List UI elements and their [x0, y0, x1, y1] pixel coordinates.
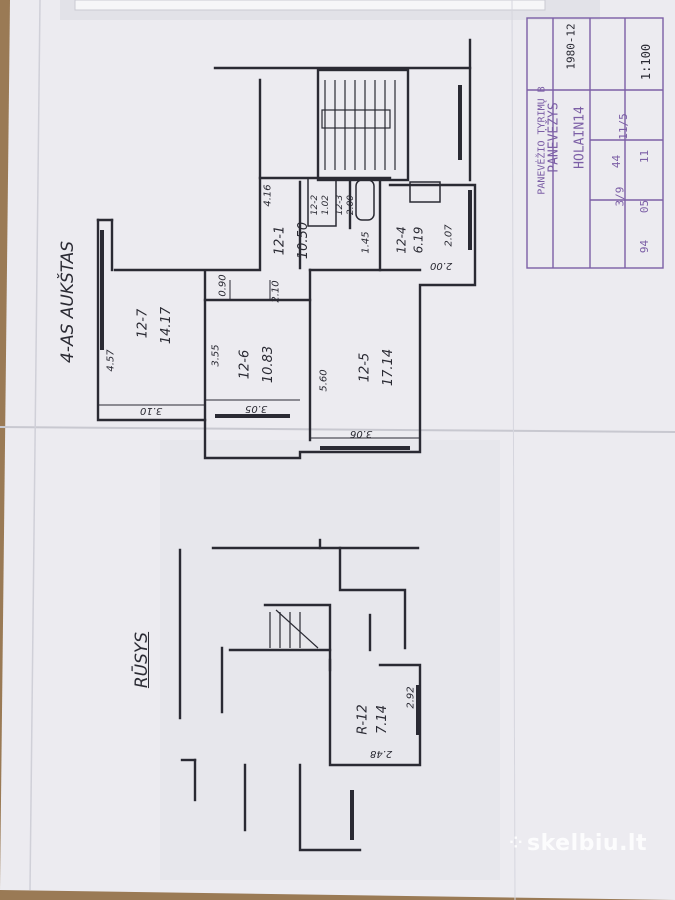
basement-windows	[350, 685, 420, 840]
basement-title: RŪSYS	[132, 631, 152, 689]
dimension-label: 4.16	[262, 184, 274, 207]
stair-treads	[321, 80, 396, 170]
watermark-dots-icon: ⁘	[509, 833, 524, 852]
room-area: 1.02	[321, 194, 332, 216]
dimension-label: 2.07	[443, 224, 455, 247]
stamp-value: 3/9	[613, 186, 627, 207]
dimension-label: 2.92	[405, 686, 417, 709]
upper-floor-walls	[96, 38, 477, 460]
dimension-label: 0.90	[217, 274, 229, 297]
room-id: 12-6	[237, 349, 253, 380]
room-area: 10.50	[296, 221, 312, 260]
room-area: 10.83	[261, 345, 277, 384]
dimension-label: 4.57	[105, 349, 117, 372]
basement-stairs	[269, 609, 319, 649]
basement-room-id: R-12	[355, 704, 371, 735]
drawing-scale: 1:100	[639, 43, 654, 81]
dimension-label: 3.55	[210, 344, 222, 367]
dimension-label: 3.10	[140, 405, 163, 416]
room-id: 12-4	[394, 226, 409, 254]
bathroom-fixtures	[307, 177, 441, 227]
stamp-value: 11/5	[616, 113, 630, 140]
dimension-label: 1.45	[360, 231, 372, 254]
stamp-address: HOLAIN14	[572, 106, 588, 169]
room-id: 12-5	[357, 352, 373, 383]
dimension-label: 5.60	[318, 369, 330, 392]
fold-line	[511, 0, 516, 900]
basement-walls	[178, 538, 422, 852]
stamp-value: 05	[638, 199, 652, 214]
watermark: ⁘skelbiu.lt	[509, 831, 647, 856]
room-id: 12-3	[335, 194, 346, 216]
stamp-value: 11	[638, 149, 652, 164]
fold-line	[29, 0, 41, 891]
dimension-label: 3.06	[350, 428, 373, 439]
dimension-label: 2.48	[370, 748, 393, 759]
room-area: 14.17	[159, 306, 175, 345]
room-area: 6.19	[411, 226, 426, 254]
drawing-date: 1980-12	[564, 23, 578, 70]
dimension-label: 2.00	[430, 260, 453, 271]
dimension-lines	[98, 280, 420, 439]
pen-icon	[74, 0, 546, 11]
dimension-label: 3.05	[245, 403, 268, 414]
basement-room-area: 7.14	[374, 705, 390, 734]
fold-line	[0, 426, 675, 433]
windows	[100, 85, 472, 450]
dimension-label: 2.10	[270, 280, 282, 303]
surveyor-stamp	[526, 17, 664, 269]
watermark-text: skelbiu.lt	[527, 831, 647, 856]
room-id: 12-2	[310, 194, 321, 216]
stamp-value: 94	[638, 239, 652, 254]
room-id: 12-1	[272, 225, 288, 256]
stamp-city: PANEVĖŽYS	[546, 102, 562, 173]
floor-title: 4-AS AUKŠTAS	[58, 240, 78, 363]
room-area: 2.00	[346, 194, 357, 216]
room-id: 12-7	[135, 308, 151, 339]
stamp-value: 44	[610, 154, 624, 169]
room-area: 17.14	[381, 348, 397, 387]
